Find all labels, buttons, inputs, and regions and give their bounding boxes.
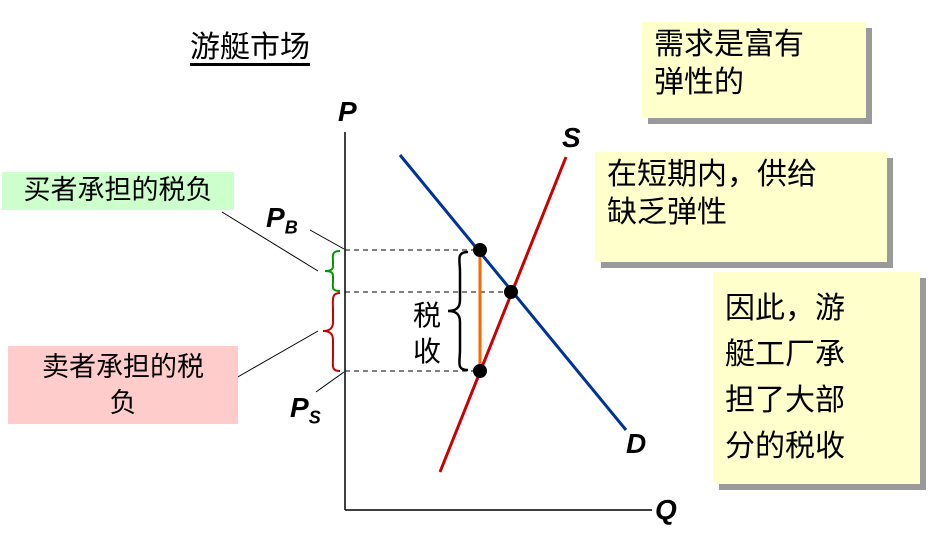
tax-label-char-2: 收 bbox=[412, 335, 441, 368]
pb-subscript: B bbox=[284, 217, 298, 238]
tax-label: 税 收 bbox=[410, 298, 444, 370]
note-line: 弹性的 bbox=[654, 65, 744, 100]
y-axis-label: P bbox=[338, 96, 357, 127]
ps-main: P bbox=[290, 392, 309, 423]
seller-burden-brace bbox=[322, 292, 341, 372]
buyer-burden-brace bbox=[324, 250, 341, 292]
seller-burden-line-2: 负 bbox=[109, 388, 137, 419]
note-line: 艇工厂承 bbox=[725, 337, 845, 372]
tax-label-char-1: 税 bbox=[412, 299, 441, 332]
tax-brace bbox=[447, 250, 469, 372]
buyer-price-label: PB bbox=[266, 202, 298, 239]
note-line: 缺乏弹性 bbox=[607, 195, 727, 230]
conclusion-note: 因此，游 艇工厂承 担了大部 分的税收 bbox=[713, 272, 920, 484]
seller-burden-line-1: 卖者承担的税 bbox=[42, 352, 204, 383]
equilibrium-point bbox=[504, 285, 518, 299]
pb-leader-line bbox=[309, 229, 345, 250]
demand-curve-label: D bbox=[626, 428, 647, 459]
seller-price-label: PS bbox=[290, 392, 321, 429]
note-line: 需求是富有 bbox=[654, 27, 804, 62]
buyer-leader-line bbox=[221, 211, 319, 272]
supply-inelastic-note: 在短期内，供给 缺乏弹性 bbox=[595, 152, 887, 262]
page-title: 游艇市场 bbox=[190, 30, 310, 65]
note-line: 因此，游 bbox=[725, 291, 845, 326]
seller-price-point bbox=[473, 364, 487, 378]
note-line: 分的税收 bbox=[725, 429, 845, 464]
seller-burden-label: 卖者承担的税 负 bbox=[8, 346, 238, 424]
ps-subscript: S bbox=[308, 407, 321, 428]
demand-elastic-note: 需求是富有 弹性的 bbox=[642, 22, 866, 118]
x-axis-label: Q bbox=[655, 494, 677, 525]
supply-curve-label: S bbox=[562, 122, 581, 153]
supply-curve bbox=[438, 156, 568, 473]
ps-leader-line bbox=[315, 371, 345, 393]
pb-main: P bbox=[266, 202, 285, 233]
note-line: 担了大部 bbox=[725, 383, 845, 418]
seller-leader-line bbox=[235, 330, 319, 379]
note-line: 在短期内，供给 bbox=[607, 157, 817, 192]
buyer-price-point bbox=[473, 243, 487, 257]
buyer-burden-label: 买者承担的税负 bbox=[2, 172, 234, 210]
